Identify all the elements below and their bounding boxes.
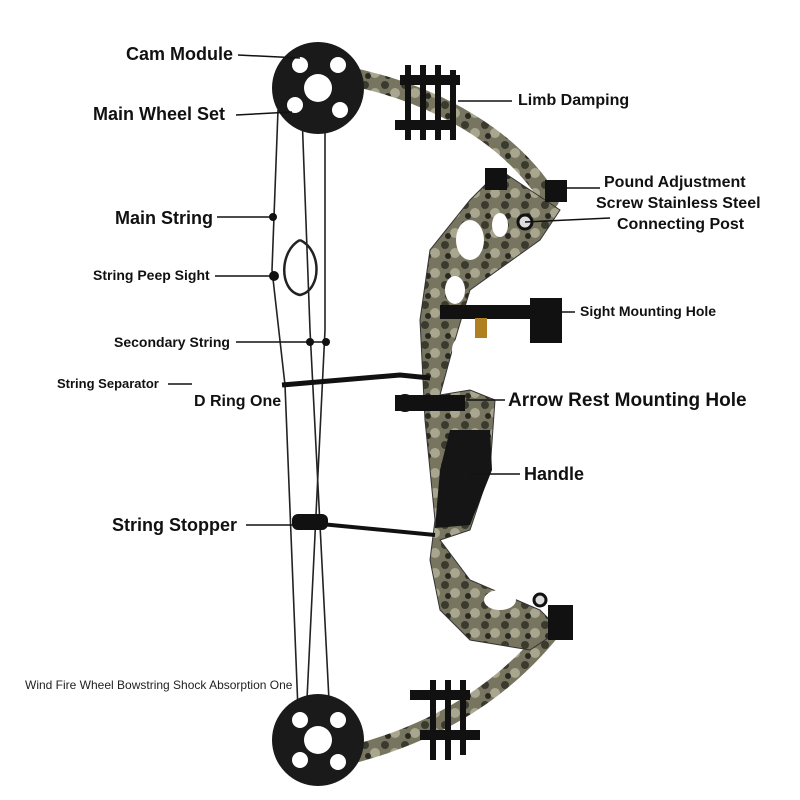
label-string-peep-sight: String Peep Sight — [93, 267, 210, 283]
label-d-ring-one: D Ring One — [194, 393, 282, 410]
string-stopper-rod — [292, 514, 436, 537]
label-arrow-rest-mounting-hole: Arrow Rest Mounting Hole — [508, 390, 747, 411]
label-limb-damping: Limb Damping — [518, 92, 630, 109]
label-string-stopper: String Stopper — [112, 515, 237, 535]
bowstrings — [271, 59, 331, 761]
label-string-separator: String Separator — [57, 376, 159, 391]
label-screw-stainless-steel: Screw Stainless Steel — [596, 195, 761, 212]
label-connecting-post: Connecting Post — [617, 216, 745, 233]
arrow-rest — [395, 394, 465, 412]
leader-lines — [168, 54, 611, 526]
label-pound-adjustment: Pound Adjustment — [604, 174, 746, 191]
bottom-cam — [272, 694, 364, 786]
top-cam — [272, 42, 364, 134]
label-secondary-string: Secondary String — [114, 334, 230, 350]
label-cam-module: Cam Module — [126, 44, 234, 64]
label-wind-fire-wheel: Wind Fire Wheel Bowstring Shock Absorpti… — [25, 678, 293, 692]
pound-adjustment-blocks — [485, 168, 573, 640]
sight-mount — [440, 298, 562, 343]
riser-cutouts — [445, 213, 516, 610]
label-main-string: Main String — [115, 208, 213, 228]
label-sight-mounting-hole: Sight Mounting Hole — [580, 303, 717, 319]
label-main-wheel-set: Main Wheel Set — [93, 104, 226, 124]
string-nodes — [269, 213, 330, 346]
string-separator-rod — [281, 372, 431, 388]
label-handle: Handle — [524, 464, 585, 484]
grip — [435, 430, 492, 528]
limb-dampers — [395, 65, 480, 760]
